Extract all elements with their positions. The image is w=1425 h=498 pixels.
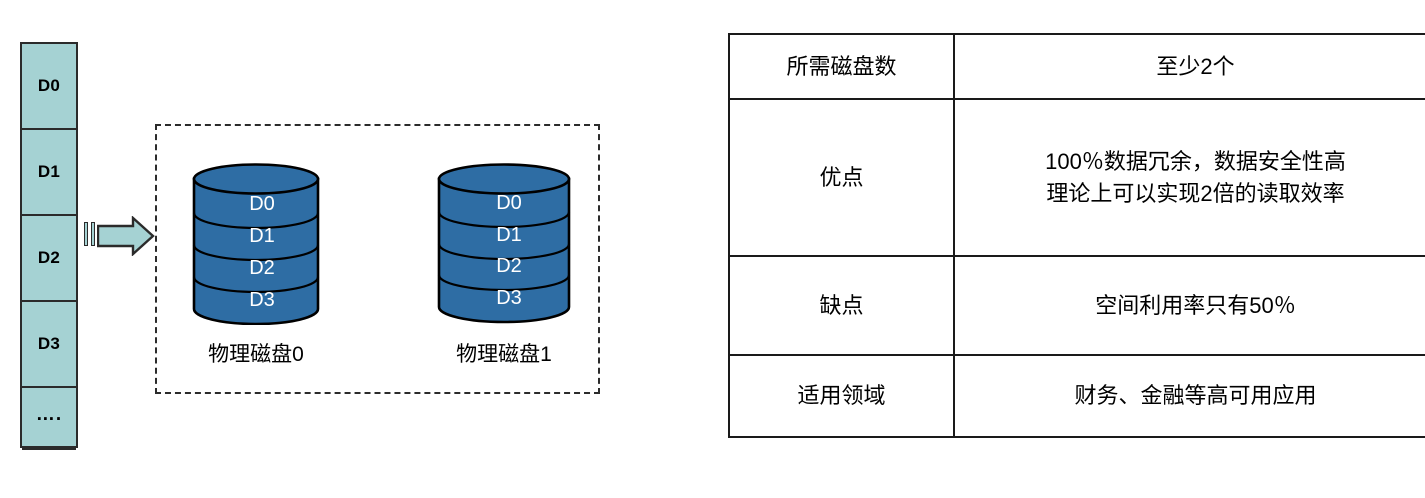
table-row: 优点 100％数据冗余，数据安全性高 理论上可以实现2倍的读取效率 <box>728 98 1425 257</box>
data-cell-label: D2 <box>37 248 61 267</box>
physical-disk-1: D0 D1 D2 D3 物理磁盘1 <box>437 163 571 368</box>
data-cell-label: …. <box>35 403 63 425</box>
table-row: 所需磁盘数 至少2个 <box>728 33 1425 100</box>
physical-disk-0: D0 D1 D2 D3 物理磁盘0 <box>192 163 320 368</box>
mirrored-disk-group <box>155 124 600 394</box>
disk-slice-label: D0 <box>249 193 275 215</box>
table-row: 适用领域 财务、金融等高可用应用 <box>728 354 1425 438</box>
table-row: 缺点 空间利用率只有50％ <box>728 255 1425 356</box>
data-cell-label: D0 <box>37 76 61 95</box>
spec-label-pros: 优点 <box>728 98 955 257</box>
disk-cylinder-icon: D0 D1 D2 D3 <box>437 163 571 324</box>
spec-value-line: 100％数据冗余，数据安全性高 <box>1045 149 1346 175</box>
disk-cylinder-icon: D0 D1 D2 D3 <box>192 163 320 326</box>
spec-value-domain: 财务、金融等高可用应用 <box>953 354 1425 438</box>
data-cell-ellipsis: …. <box>22 388 76 450</box>
physical-disk-1-label: 物理磁盘1 <box>456 343 552 366</box>
incoming-data-stream: D0 D1 D2 D3 …. <box>20 42 78 450</box>
write-flow-arrow <box>84 216 156 256</box>
data-cell-d0: D0 <box>22 44 76 130</box>
disk-slice-label: D0 <box>496 192 522 214</box>
data-cell-label: D3 <box>37 334 61 353</box>
disk-slice-label: D1 <box>496 224 522 246</box>
disk-slice-label: D2 <box>496 255 522 277</box>
arrow-tail-stripe-icon <box>84 222 88 246</box>
data-cell-label: D1 <box>37 162 61 181</box>
disk-slice-label: D2 <box>249 257 275 279</box>
spec-label-domain: 适用领域 <box>728 354 955 438</box>
arrow-right-icon <box>97 216 155 256</box>
spec-value-line: 空间利用率只有50％ <box>1095 292 1296 318</box>
disk-slice-label: D3 <box>496 287 522 309</box>
raid-spec-table: 所需磁盘数 至少2个 优点 100％数据冗余，数据安全性高 理论上可以实现2倍的… <box>728 33 1425 438</box>
spec-value-line: 至少2个 <box>1156 53 1235 79</box>
spec-label-disks: 所需磁盘数 <box>728 33 955 100</box>
spec-value-line: 理论上可以实现2倍的读取效率 <box>1046 180 1345 206</box>
disk-slice-label: D3 <box>249 289 275 311</box>
data-cell-d1: D1 <box>22 130 76 216</box>
spec-value-disks: 至少2个 <box>953 33 1425 100</box>
spec-value-line: 财务、金融等高可用应用 <box>1074 383 1317 409</box>
spec-value-cons: 空间利用率只有50％ <box>953 255 1425 356</box>
spec-label-cons: 缺点 <box>728 255 955 356</box>
spec-value-pros: 100％数据冗余，数据安全性高 理论上可以实现2倍的读取效率 <box>953 98 1425 257</box>
physical-disk-0-label: 物理磁盘0 <box>208 343 304 366</box>
data-cell-empty <box>22 450 76 498</box>
disk-slice-label: D1 <box>249 225 275 247</box>
data-cell-d2: D2 <box>22 216 76 302</box>
arrow-tail-stripe-icon <box>91 222 95 246</box>
data-cell-d3: D3 <box>22 302 76 388</box>
